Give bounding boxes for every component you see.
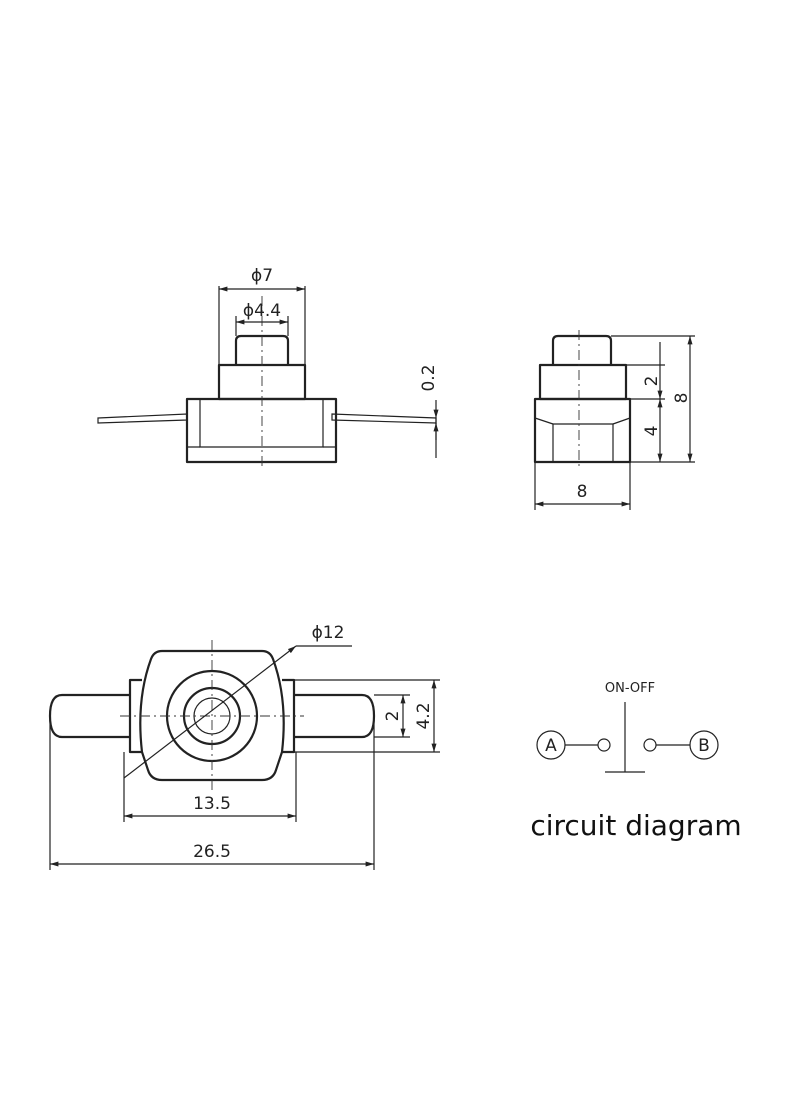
front-view: [97, 286, 439, 470]
contact-b: [643, 738, 657, 752]
dim-terminal-thickness: 0.2: [419, 364, 439, 391]
side-slot: [552, 423, 614, 462]
dim-bottom-tab-inner: 2: [383, 711, 403, 722]
dim-top-outer-diameter: ϕ7: [251, 266, 273, 286]
right-pin: [294, 693, 376, 739]
contact-a: [597, 738, 611, 752]
bottom-body: [139, 649, 285, 782]
switch-label: ON-OFF: [605, 681, 655, 696]
terminal-b-label: B: [698, 736, 710, 756]
dim-bottom-tab-outer: 4.2: [414, 702, 434, 729]
dim-side-upper-height: 2: [642, 376, 662, 387]
left-terminal: [97, 413, 188, 424]
side-collar: [538, 363, 628, 401]
side-view: [533, 330, 695, 510]
side-button: [551, 334, 613, 365]
dim-side-width: 8: [577, 482, 588, 502]
right-terminal: [331, 413, 437, 424]
side-base: [533, 397, 632, 464]
circuit-diagram: [536, 702, 719, 773]
dim-side-total-height: 8: [672, 393, 692, 404]
dim-top-inner-diameter: ϕ4.4: [243, 301, 281, 321]
terminal-b-circle: [689, 730, 719, 760]
left-pin: [48, 693, 130, 739]
dim-side-lower-height: 4: [642, 426, 662, 437]
dim-bottom-circle-diameter: ϕ12: [312, 623, 345, 643]
circuit-caption: circuit diagram: [530, 809, 741, 842]
terminal-a-label: A: [545, 736, 557, 756]
bottom-view: [48, 640, 440, 870]
dim-bottom-body-width: 13.5: [193, 794, 231, 814]
dim-bottom-total-width: 26.5: [193, 842, 231, 862]
base-inner-line: [199, 399, 324, 448]
base-body: [185, 397, 338, 464]
side-slot-bevel: [534, 417, 631, 425]
